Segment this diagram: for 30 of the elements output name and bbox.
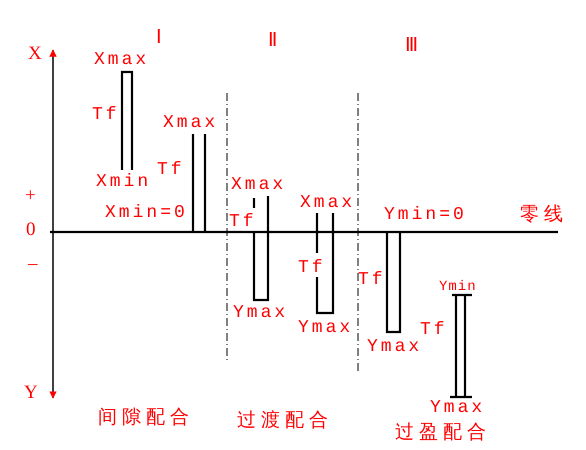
tolerance-label: Tf [157, 160, 185, 180]
axis-label: Y [24, 383, 38, 403]
tolerance-label: Tf [298, 258, 326, 278]
transition-fit-caption: 过渡配合 [237, 409, 333, 431]
region-numeral: Ⅰ [156, 28, 162, 48]
clearance-label: Xmax [163, 113, 218, 133]
region-numeral: Ⅱ [268, 31, 277, 51]
sign-label: – [28, 254, 38, 274]
interference-label: Ymax [233, 303, 288, 323]
clearance-label: Xmin [96, 172, 152, 192]
zero-line-label: 零线 [520, 203, 568, 225]
region-numeral: Ⅲ [405, 36, 418, 56]
tolerance-label: Tf [420, 320, 448, 340]
interference-label: Ymin=0 [384, 205, 467, 225]
axis-label: 0 [26, 220, 36, 240]
tolerance-label: Tf [358, 270, 386, 290]
clearance-fit-caption: 间隙配合 [98, 406, 194, 428]
tolerance-label: Tf [229, 212, 257, 232]
interference-fit-caption: 过盈配合 [395, 421, 491, 443]
interference-label: Ymin [439, 278, 477, 297]
sign-label: + [25, 186, 36, 206]
tolerance-label: Tf [92, 105, 120, 125]
interference-label: Ymax [430, 398, 486, 418]
interference-label: Ymax [298, 318, 354, 338]
clearance-label: Xmin=0 [105, 203, 188, 223]
clearance-label: Xmax [94, 50, 150, 70]
axis-label: X [28, 44, 42, 64]
interference-label: Ymax [367, 337, 422, 357]
clearance-label: Xmax [300, 193, 356, 213]
clearance-label: Xmax [231, 175, 286, 195]
